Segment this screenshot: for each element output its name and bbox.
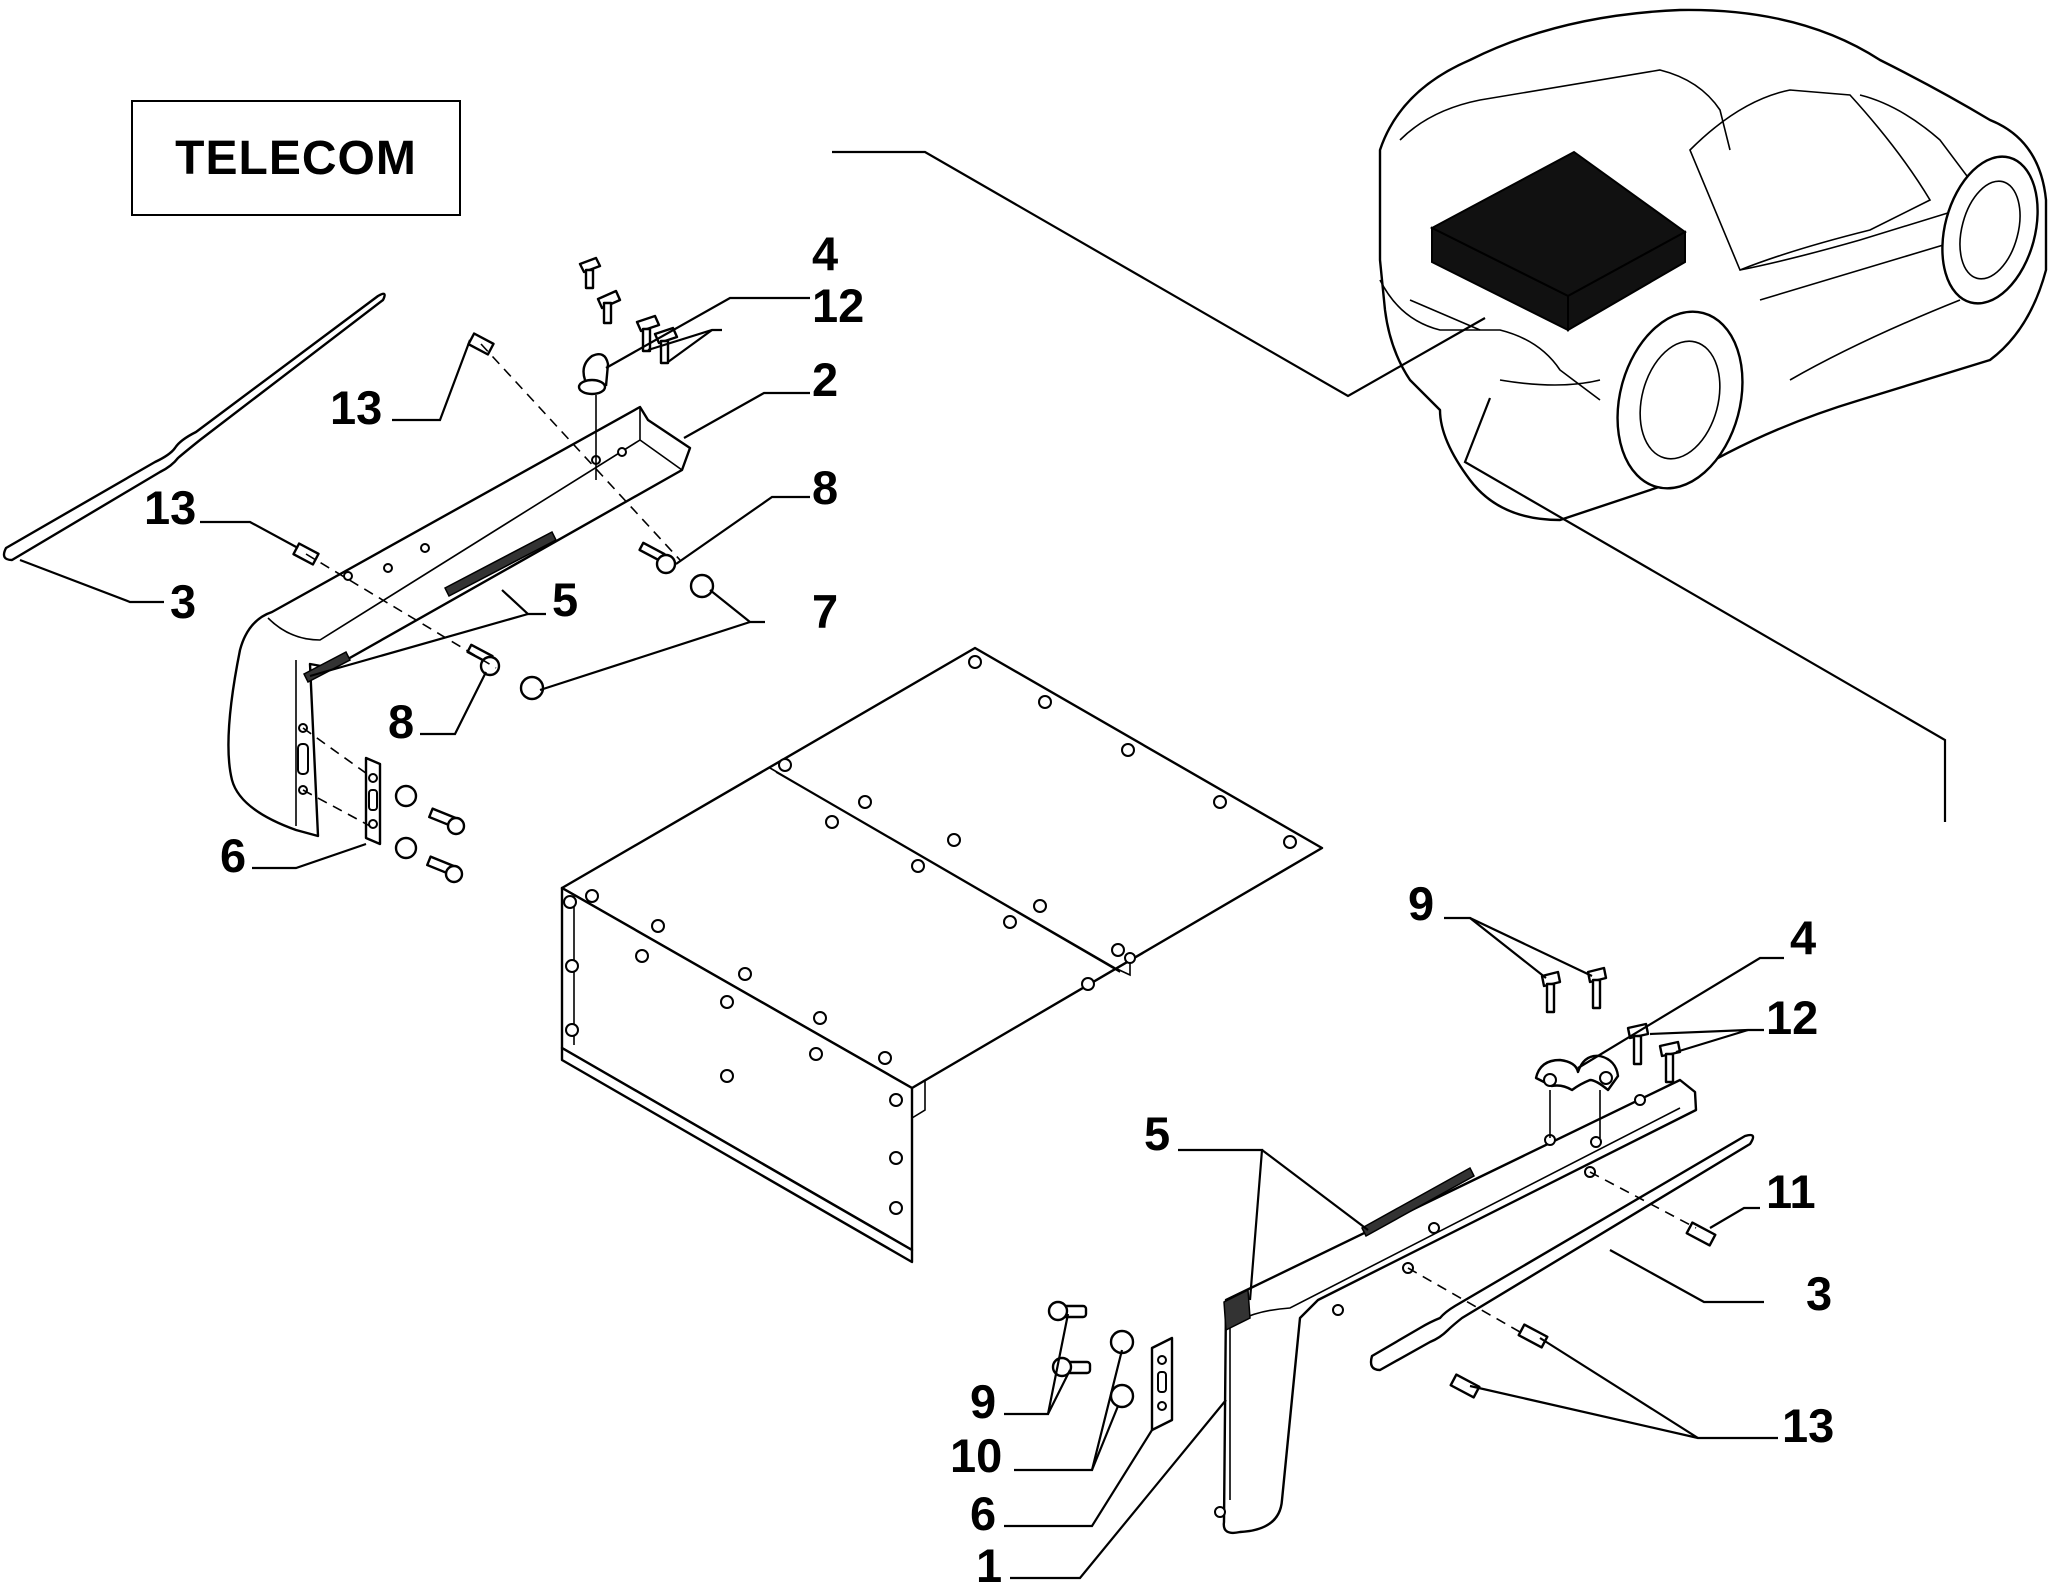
callout-4-right: 4 — [1790, 911, 1816, 964]
callout-7: 7 — [812, 585, 838, 638]
screw-icon — [635, 314, 661, 353]
callout-13-right: 13 — [1782, 1399, 1834, 1452]
callout-10: 10 — [950, 1429, 1002, 1482]
callout-2: 2 — [812, 353, 838, 406]
screw-icon — [1047, 1300, 1088, 1322]
callout-6-left: 6 — [220, 829, 246, 882]
screw-icon — [1540, 970, 1562, 1014]
callout-3-right: 3 — [1806, 1267, 1832, 1320]
screw-icon — [426, 855, 464, 884]
callout-3-left: 3 — [170, 575, 196, 628]
callout-9-bottom: 9 — [970, 1375, 996, 1428]
title-label: TELECOM — [175, 131, 417, 185]
screw-icon — [638, 541, 677, 575]
title-box: TELECOM — [131, 100, 461, 216]
callout-labels: 4 12 2 13 13 3 8 5 7 8 6 9 4 12 5 11 3 1… — [144, 227, 1834, 1584]
car-illustration — [1378, 8, 2048, 522]
callout-12-right: 12 — [1766, 991, 1818, 1044]
rivets-side — [563, 895, 903, 1215]
callout-5-right: 5 — [1144, 1107, 1170, 1160]
callout-13-b: 13 — [144, 481, 196, 534]
screw-icon — [466, 643, 501, 677]
leader-lines — [19, 296, 1784, 1580]
callout-11: 11 — [1766, 1165, 1816, 1218]
callout-9-top: 9 — [1408, 877, 1434, 930]
right-hardware — [1047, 966, 1717, 1432]
screw-icon — [428, 807, 466, 836]
callout-13-a: 13 — [330, 381, 382, 434]
callout-5-top: 5 — [552, 573, 578, 626]
screw-icon — [1658, 1040, 1682, 1084]
screw-icon — [578, 256, 602, 290]
rod-part-3-right — [1369, 1133, 1755, 1372]
screw-icon — [596, 289, 622, 325]
callout-4-top: 4 — [812, 227, 838, 280]
screw-icon — [1586, 966, 1608, 1010]
callout-1: 1 — [976, 1539, 1002, 1584]
rivets-top — [585, 655, 1297, 1065]
leader-lines-car — [832, 150, 1947, 822]
bracket-part-2 — [227, 405, 692, 838]
bracket-part-1 — [1214, 1078, 1698, 1535]
callout-8-top: 8 — [812, 461, 838, 514]
callout-8-bottom: 8 — [388, 695, 414, 748]
center-panel-box — [560, 646, 1324, 1264]
callout-6-right: 6 — [970, 1487, 996, 1540]
screw-icon — [1626, 1022, 1650, 1066]
left-hardware — [292, 256, 715, 884]
rod-part-3-left — [2, 292, 386, 562]
callout-12-top: 12 — [812, 279, 864, 332]
